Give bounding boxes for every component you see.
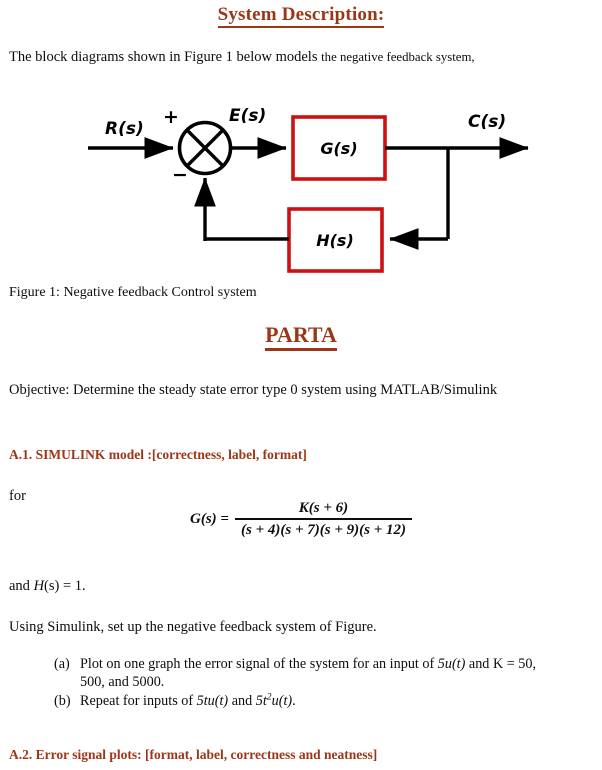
question-a-math1: 5u(t) [437,656,466,672]
page-title: System Description: [0,4,602,28]
section-heading-a1: A.1. SIMULINK model :[correctness, label… [9,447,307,462]
transfer-function-formula: G(s) = K(s + 6) (s + 4)(s + 7)(s + 9)(s … [0,500,602,539]
list-item-marker: (b) [54,693,71,710]
intro-tail-text: the negative feedback system, [321,50,475,64]
plus-sign-label: + [163,106,179,128]
simulink-instruction: Using Simulink, set up the negative feed… [9,619,377,635]
list-item: (b) Repeat for inputs of 5tu(t) and 5t2u… [54,692,602,710]
question-a-line2: 500, and 5000. [80,674,165,691]
objective-line: Objective: Determine the steady state er… [9,382,498,398]
formula-denominator: (s + 4)(s + 7)(s + 9)(s + 12) [240,521,406,538]
part-heading: PARTA [0,322,602,351]
forward-path-block-label: G(s) [320,139,357,158]
input-signal-label: R(s) [105,119,144,139]
page-title-text: System Description: [217,4,385,28]
question-a-part2: and K = 50, [465,656,537,672]
question-list: (a) Plot on one graph the error signal o… [54,655,602,711]
question-b-part2: and [228,693,256,710]
h-definition-variable: H [33,578,45,594]
question-b-math3: u(t) [271,693,293,710]
question-b-exponent: 2 [266,691,272,703]
formula-fraction-bar [234,518,412,520]
forward-path-block [291,115,387,181]
figure-caption: Figure 1: Negative feedback Control syst… [9,285,257,300]
list-item-marker: (a) [54,656,70,672]
h-definition-line: and H(s) = 1. [9,577,86,595]
minus-sign-label: − [172,164,188,186]
question-a-part1: Plot on one graph the error signal of th… [80,656,438,672]
question-b-part1: Repeat for inputs of [80,693,197,710]
h-definition-prefix: and [9,578,34,594]
section-heading-a2: A.2. Error signal plots: [format, label,… [9,747,378,762]
question-b-part3: . [292,693,296,710]
block-diagram-figure: G(s) H(s) R(s) E(s) C(s) + − [0,96,602,282]
for-label: for [9,488,26,504]
feedback-path-block-label: H(s) [316,231,354,250]
question-b-math2: 5t [255,693,267,710]
intro-paragraph: The block diagrams shown in Figure 1 bel… [9,48,475,66]
formula-numerator: K(s + 6) [298,500,349,516]
part-heading-text: PARTA [265,322,337,351]
error-signal-label: E(s) [229,106,266,126]
output-signal-label: C(s) [468,112,506,132]
question-b-math1: 5tu(t) [196,693,229,710]
formula-fraction: K(s + 6) (s + 4)(s + 7)(s + 9)(s + 12) [234,500,412,539]
list-item-text: Plot on one graph the error signal of th… [80,655,602,691]
h-definition-rest: (s) = 1. [44,578,86,594]
list-item: (a) Plot on one graph the error signal o… [54,655,602,691]
formula-lhs: G(s) = [190,510,229,527]
list-item-text: Repeat for inputs of 5tu(t) and 5t2u(t). [80,692,602,710]
summing-junction [177,120,233,176]
intro-main-text: The block diagrams shown in Figure 1 bel… [9,49,318,65]
